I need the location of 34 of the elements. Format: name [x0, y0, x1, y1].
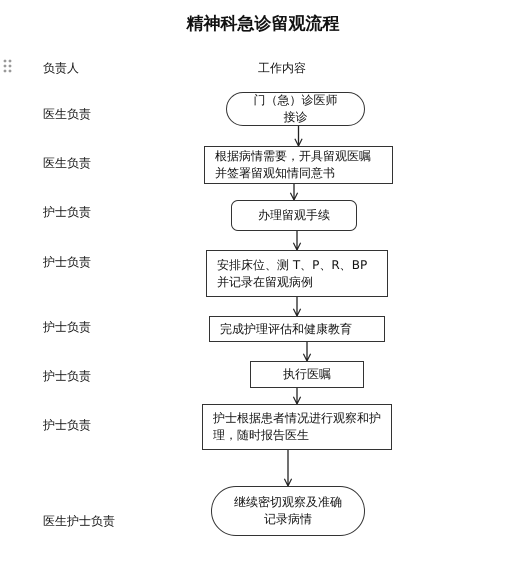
node-text: 护士根据患者情况进行观察和护理，随时报告医生: [213, 410, 381, 444]
process-box: [250, 361, 364, 388]
arrow: [284, 450, 292, 487]
role-label: 护士负责: [43, 319, 91, 336]
arrow: [294, 126, 303, 147]
arrow: [292, 388, 302, 405]
column-header: 负责人: [43, 60, 79, 77]
process-box: [206, 250, 388, 297]
role-label: 医生负责: [43, 155, 91, 172]
role-label: 护士负责: [43, 368, 91, 385]
node-text: 办理留观手续: [258, 207, 330, 224]
process-box: [204, 146, 393, 184]
terminal-node: [211, 486, 365, 536]
title: 精神科急诊留观流程: [185, 13, 340, 35]
role-label: 护士负责: [43, 254, 91, 271]
role-label: 护士负责: [43, 204, 91, 221]
role-label: 护士负责: [43, 417, 91, 434]
node-text: 门（急）诊医师接诊: [252, 92, 338, 126]
process-box: [231, 200, 357, 231]
node-text: 完成护理评估和健康教育: [220, 320, 352, 338]
node-text: 安排床位、测 T、P、R、BP 并记录在留观病例: [217, 256, 368, 290]
process-box: [202, 404, 392, 450]
column-header: 工作内容: [258, 60, 306, 77]
terminal-node: [226, 92, 365, 126]
node-text: 根据病情需要，开具留观医嘱并签署留观知情同意书: [215, 148, 372, 182]
role-label: 医生护士负责: [43, 513, 115, 530]
arrow: [292, 231, 302, 251]
node-text: 执行医嘱: [283, 366, 331, 383]
arrow: [302, 342, 312, 362]
arrow: [292, 297, 302, 317]
arrow: [290, 184, 298, 201]
role-label: 医生负责: [43, 106, 91, 123]
node-text: 继续密切观察及准确记录病情: [234, 494, 342, 528]
process-box: [209, 316, 385, 342]
